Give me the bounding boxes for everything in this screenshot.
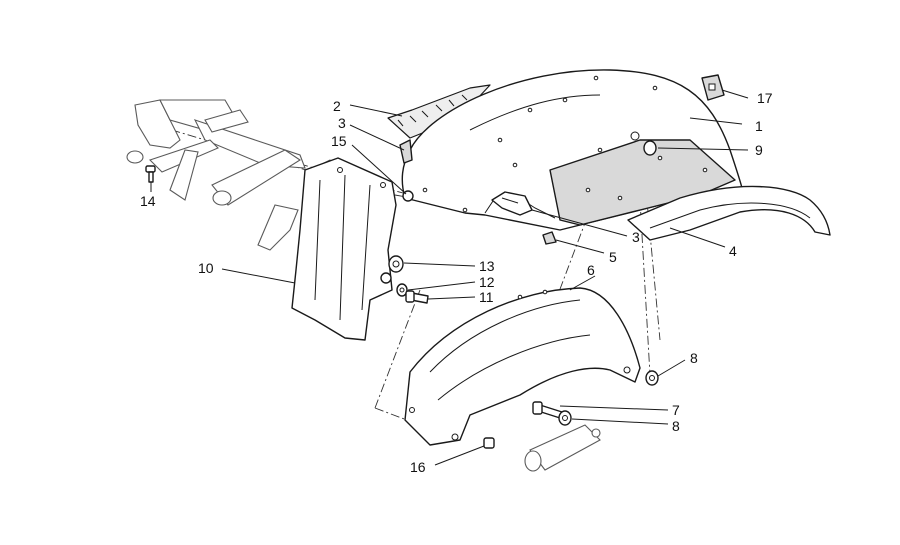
bolt-14 (145, 165, 156, 183)
callout-11: 11 (479, 289, 494, 305)
fender-flap-4 (627, 185, 831, 241)
callout-2: 2 (333, 98, 341, 114)
washer-8-lower (558, 410, 572, 426)
clip-5 (542, 231, 557, 245)
rear-fender-1 (401, 69, 743, 231)
callout-8-lower: 8 (672, 418, 680, 434)
callout-9: 9 (755, 142, 763, 158)
bolt-11 (405, 290, 429, 304)
leader-lines (150, 89, 749, 466)
callout-12: 12 (479, 274, 495, 290)
callout-1: 1 (755, 118, 763, 134)
callout-5: 5 (609, 249, 617, 265)
bush-13 (380, 255, 404, 284)
inner-guard-10 (291, 157, 397, 341)
washer-12 (396, 283, 408, 297)
rear-frame-section (126, 99, 341, 251)
callout-3-lower: 3 (632, 229, 640, 245)
callout-15: 15 (331, 133, 347, 149)
nut-16 (483, 437, 495, 449)
washer-8-upper (645, 370, 659, 386)
callout-8-upper: 8 (690, 350, 698, 366)
clip-nut-17 (701, 74, 725, 101)
callout-13: 13 (479, 258, 495, 274)
callout-3-upper: 3 (338, 115, 346, 131)
bracket-3-upper (399, 139, 413, 164)
bolt-7 (532, 401, 563, 419)
callout-labels: 1 2 3 3 4 5 6 7 8 8 9 10 11 12 13 14 15 … (140, 90, 773, 475)
callout-17: 17 (757, 90, 773, 106)
nut-9 (630, 131, 657, 156)
inner-fender-6 (404, 287, 641, 446)
callout-7: 7 (672, 402, 680, 418)
fender-rivets (422, 75, 708, 213)
callout-16: 16 (410, 459, 426, 475)
callout-14: 14 (140, 193, 156, 209)
fender-grille-2 (387, 84, 491, 139)
callout-10: 10 (198, 260, 214, 276)
swingarm-stub (524, 424, 601, 472)
callout-4: 4 (729, 243, 737, 259)
callout-6: 6 (587, 262, 595, 278)
